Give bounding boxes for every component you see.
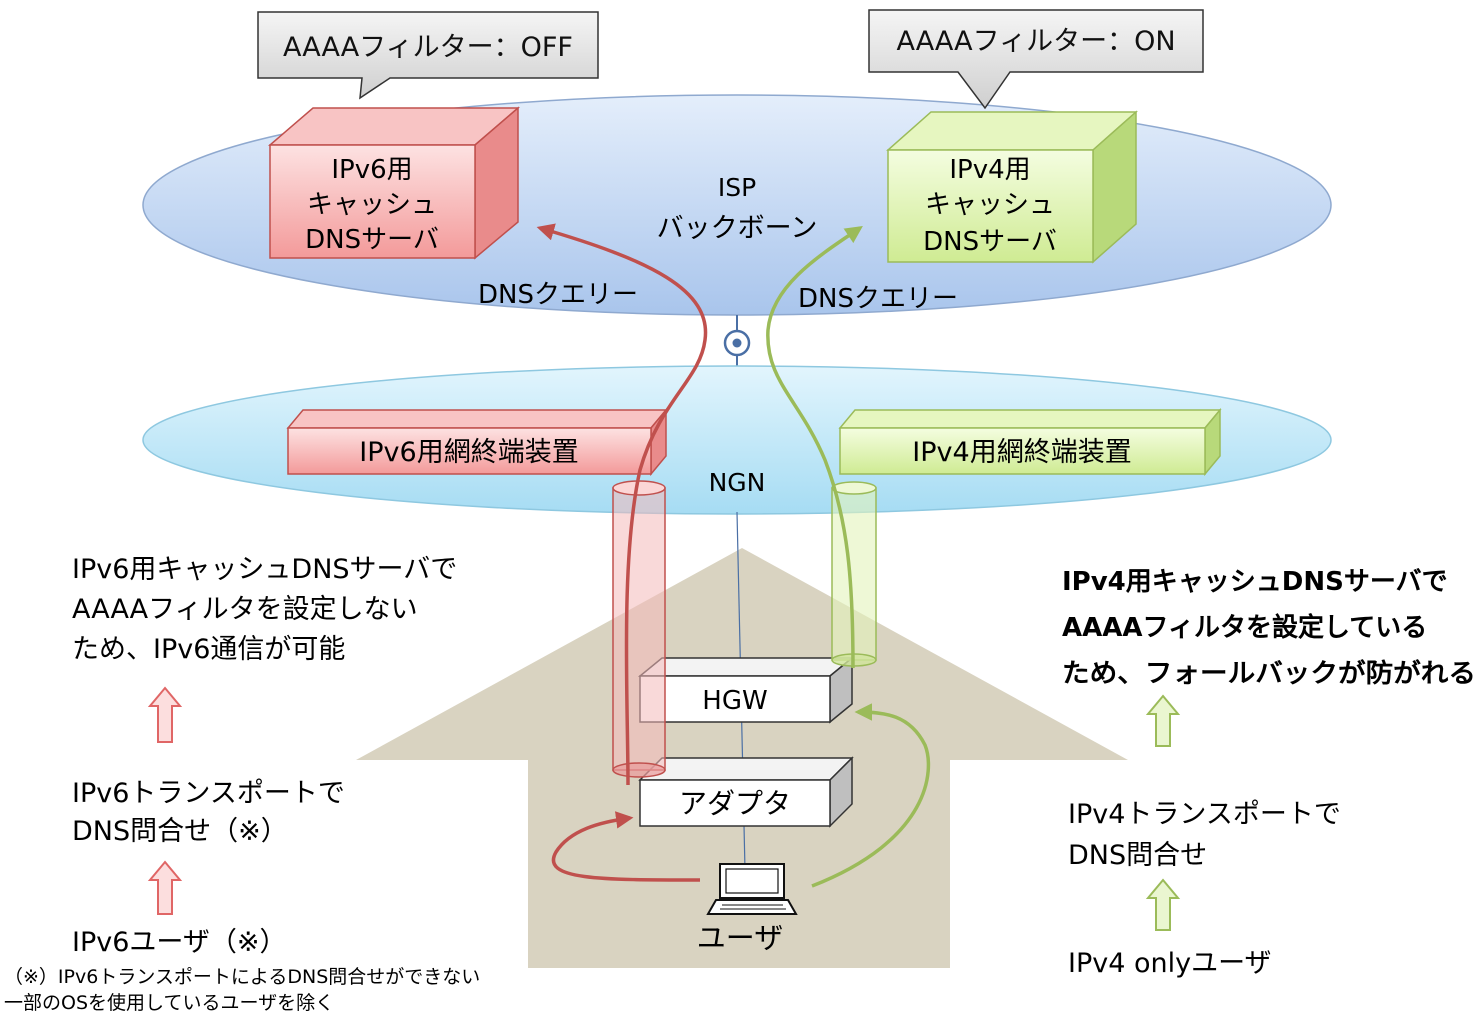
ipv4-dns-server: IPv4用 キャッシュ DNSサーバ <box>886 110 1138 264</box>
right-result-line3: ため、フォールバックが防がれる <box>1062 658 1476 689</box>
ipv4-filter-callout: AAAAフィルター：ON <box>868 9 1204 110</box>
junction-icon <box>723 329 751 357</box>
ipv6-terminal-label: IPv6用網終端装置 <box>359 437 578 468</box>
ipv6-dns-server: IPv6用 キャッシュ DNSサーバ <box>267 106 521 260</box>
dns-query-label-left: DNSクエリー <box>478 280 638 310</box>
ipv6-network-terminal: IPv6用網終端装置 <box>286 407 668 477</box>
adapter-label: アダプタ <box>679 787 791 820</box>
ipv4-server-line3: DNSサーバ <box>923 227 1057 257</box>
footnote-line1: （※）IPv6トランスポートによるDNS問合せができない <box>4 966 480 988</box>
ngn-label: NGN <box>709 468 766 497</box>
ipv4-filter-label: AAAAフィルター：ON <box>896 26 1175 57</box>
right-result-line2: AAAAフィルタを設定している <box>1062 612 1427 643</box>
ipv6-server-line1: IPv6用 <box>331 155 412 185</box>
hgw-device: HGW <box>637 656 855 724</box>
ipv4-server-line1: IPv4用 <box>949 155 1030 185</box>
ipv6-tunnel-pipe <box>612 480 666 778</box>
right-result-line1: IPv4用キャッシュDNSサーバで <box>1062 567 1448 597</box>
ipv4-server-line2: キャッシュ <box>925 190 1055 220</box>
ipv6-query-arrow <box>536 223 708 786</box>
ipv6-user-to-adapter-arrow <box>551 811 701 882</box>
left-result-line3: ため、IPv6通信が可能 <box>72 634 345 665</box>
adapter-device: アダプタ <box>638 756 854 828</box>
ipv6-filter-callout: AAAAフィルター：OFF <box>257 11 599 100</box>
right-up-arrow-1 <box>1145 694 1181 747</box>
right-up-arrow-2 <box>1145 878 1181 931</box>
ipv4-user-to-hgw-arrow <box>811 703 931 888</box>
left-step-line1: IPv6トランスポートで <box>72 778 345 809</box>
ipv6-filter-label: AAAAフィルター：OFF <box>283 32 573 63</box>
footnote-line2: 一部のOSを使用しているユーザを除く <box>4 992 334 1014</box>
left-up-arrow-1 <box>147 686 183 743</box>
left-user-label: IPv6ユーザ（※） <box>72 927 286 958</box>
right-step-line1: IPv4トランスポートで <box>1068 799 1341 830</box>
left-result-line2: AAAAフィルタを設定しない <box>72 594 418 625</box>
ipv4-terminal-label: IPv4用網終端装置 <box>912 437 1131 468</box>
isp-label-line2: バックボーン <box>657 213 818 244</box>
hgw-label: HGW <box>702 686 767 716</box>
right-user-label: IPv4 onlyユーザ <box>1068 948 1272 979</box>
dns-query-label-right: DNSクエリー <box>798 284 958 314</box>
ipv4-network-terminal: IPv4用網終端装置 <box>838 407 1222 477</box>
left-result-line1: IPv6用キャッシュDNSサーバで <box>72 554 457 585</box>
left-step-line2: DNS問合せ（※） <box>72 816 288 847</box>
left-up-arrow-2 <box>147 860 183 915</box>
right-step-line2: DNS問合せ <box>1068 840 1207 871</box>
ipv6-server-line3: DNSサーバ <box>305 225 439 255</box>
laptop-icon <box>706 863 798 915</box>
isp-label-line1: ISP <box>718 173 756 202</box>
user-label: ユーザ <box>697 921 783 955</box>
ipv4-query-arrow <box>766 226 863 669</box>
ipv6-server-line2: キャッシュ <box>307 190 437 220</box>
